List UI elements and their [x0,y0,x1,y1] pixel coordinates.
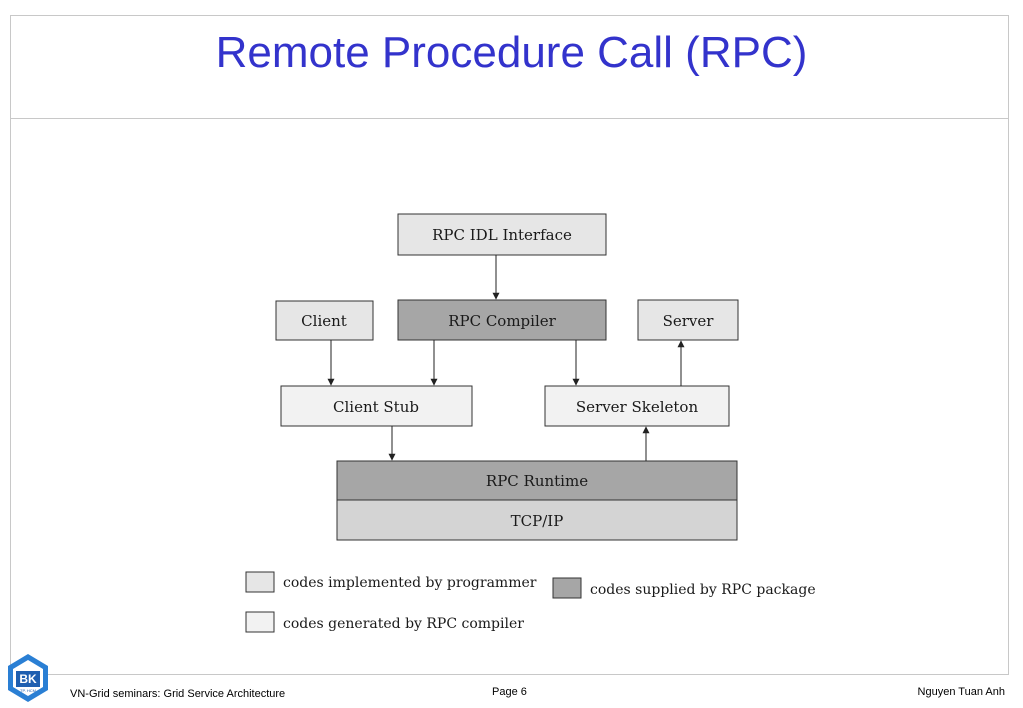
client-box: Client [275,300,374,341]
footer-author: Nguyen Tuan Anh [917,686,1005,698]
rpc-runtime-box: RPC Runtime [336,460,738,501]
slide-frame [10,15,1009,675]
server-box: Server [637,299,739,341]
idl-interface-label: RPC IDL Interface [432,226,572,244]
legend-compiler: codes generated by RPC compiler [245,611,524,633]
idl-interface-box: RPC IDL Interface [397,213,607,256]
rpc-runtime-label: RPC Runtime [486,472,588,490]
footer-seminar-title: VN-Grid seminars: Grid Service Architect… [70,688,286,700]
client-label: Client [301,312,347,330]
slide-title: Remote Procedure Call (RPC) [215,28,808,77]
legend-programmer-label: codes implemented by programmer [283,575,537,591]
rpc-compiler-box: RPC Compiler [397,299,607,341]
logo-text: BK [19,672,37,686]
server-skeleton-label: Server Skeleton [576,398,699,416]
legend-package-label: codes supplied by RPC package [590,582,816,598]
client-stub-label: Client Stub [333,398,419,416]
footer-page-number: Page 6 [492,686,527,698]
server-label: Server [663,312,715,330]
tcpip-box: TCP/IP [336,499,738,541]
server-skeleton-box: Server Skeleton [544,385,730,427]
bk-logo: BK TP. HCM [8,654,48,702]
tcpip-label: TCP/IP [511,512,564,530]
legend-compiler-label: codes generated by RPC compiler [283,616,524,632]
client-stub-box: Client Stub [280,385,473,427]
legend-package: codes supplied by RPC package [552,577,816,599]
logo-subtext: TP. HCM [20,688,36,693]
rpc-compiler-label: RPC Compiler [448,312,556,330]
legend-programmer: codes implemented by programmer [245,571,537,593]
title-separator [10,118,1009,119]
